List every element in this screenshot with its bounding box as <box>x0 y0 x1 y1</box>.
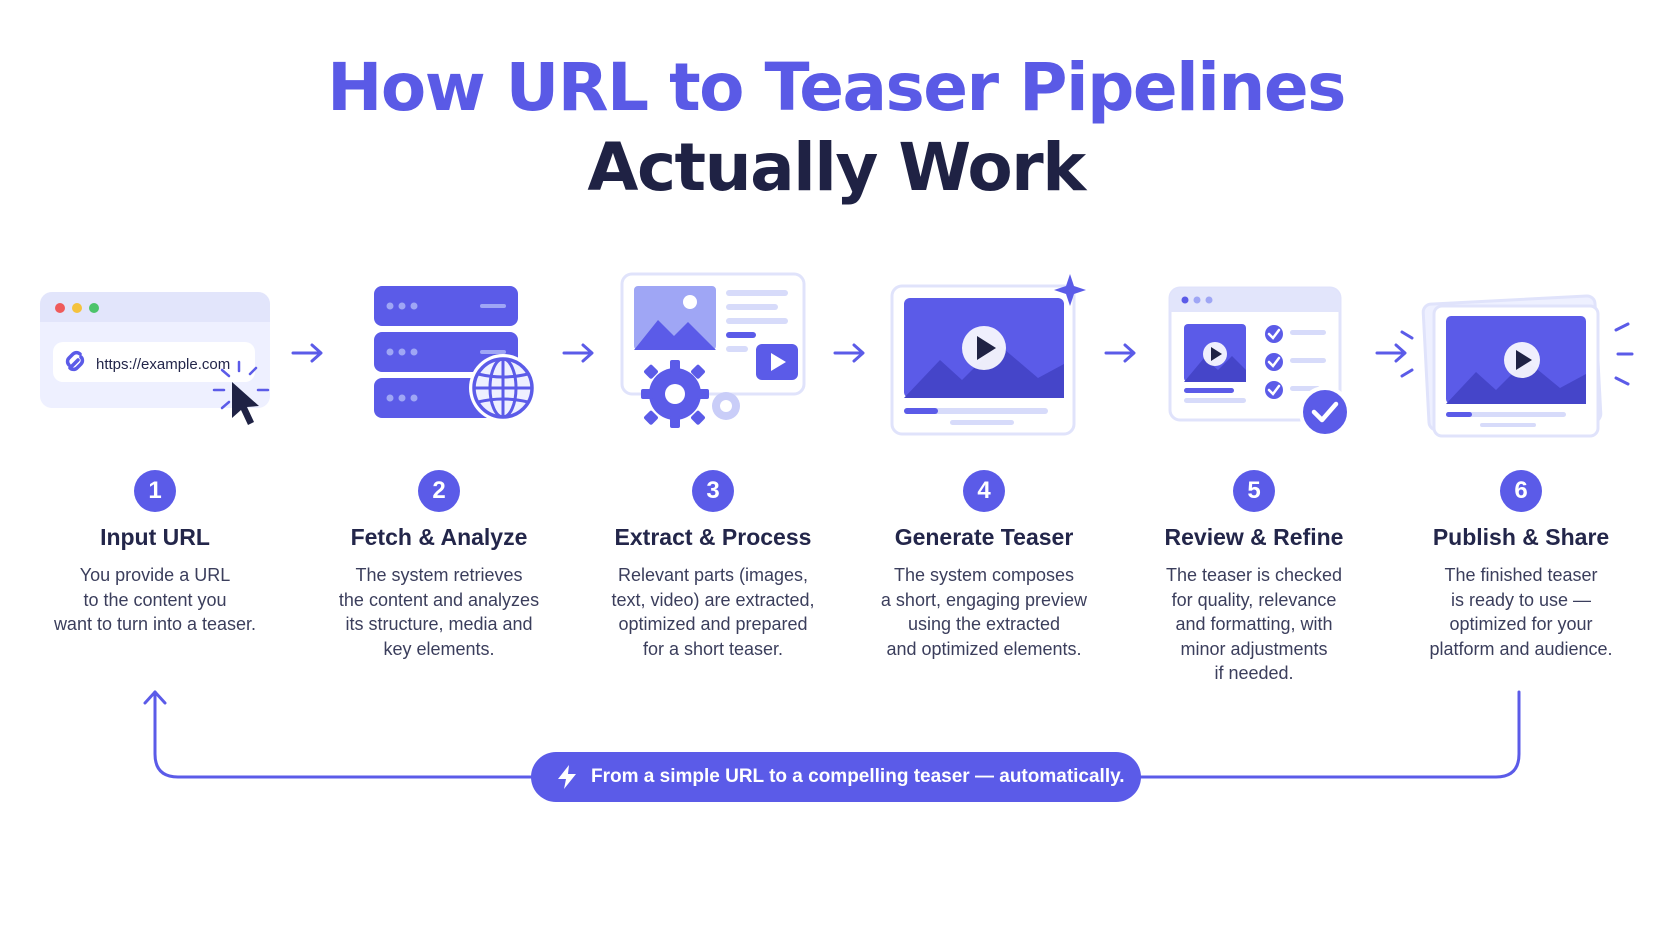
summary-banner: From a simple URL to a compelling teaser… <box>531 752 1141 802</box>
step-number-1: 1 <box>134 470 176 512</box>
media-gears-icon <box>620 272 806 428</box>
step-title-1: Input URL <box>100 524 210 550</box>
arrow-icon <box>1375 343 1407 363</box>
step-number-5: 5 <box>1233 470 1275 512</box>
url-text: https://example.com <box>96 356 230 373</box>
browser-url-icon: https://example.com <box>40 292 270 425</box>
title-line-2: Actually Work <box>587 129 1086 206</box>
arrow-icon <box>833 343 865 363</box>
step-title-3: Extract & Process <box>614 524 812 550</box>
step-desc-2: The system retrieves the content and ana… <box>338 565 540 659</box>
step-number-3: 3 <box>692 470 734 512</box>
step-title-5: Review & Refine <box>1164 524 1344 550</box>
publish-cards-icon <box>1421 294 1634 438</box>
server-globe-icon <box>374 286 537 422</box>
step-desc-5: The teaser is checked for quality, relev… <box>1165 565 1343 684</box>
step-number-2: 2 <box>418 470 460 512</box>
arrow-icon <box>291 343 323 363</box>
arrow-icon <box>1104 343 1136 363</box>
checklist-icon <box>1168 286 1351 438</box>
step-desc-4: The system composes a short, engaging pr… <box>880 565 1088 659</box>
step-desc-3: Relevant parts (images, text, video) are… <box>611 565 815 659</box>
title-line-1: How URL to Teaser Pipelines <box>327 49 1346 126</box>
title-block: How URL to Teaser Pipelines Actually Wor… <box>0 48 1672 208</box>
video-sparkle-icon <box>890 274 1086 436</box>
arrow-icon <box>562 343 594 363</box>
burst-lines-left-icon <box>1400 330 1414 378</box>
step-title-6: Publish & Share <box>1432 524 1610 550</box>
step-title-2: Fetch & Analyze <box>350 524 528 550</box>
lightning-bolt-icon <box>558 765 576 789</box>
step-desc-1: You provide a URL to the content you wan… <box>53 565 257 635</box>
step-number-6: 6 <box>1500 470 1542 512</box>
summary-banner-text: From a simple URL to a compelling teaser… <box>591 766 1125 787</box>
step-title-4: Generate Teaser <box>894 524 1074 550</box>
step-number-4: 4 <box>963 470 1005 512</box>
step-desc-6: The finished teaser is ready to use — op… <box>1429 565 1613 659</box>
